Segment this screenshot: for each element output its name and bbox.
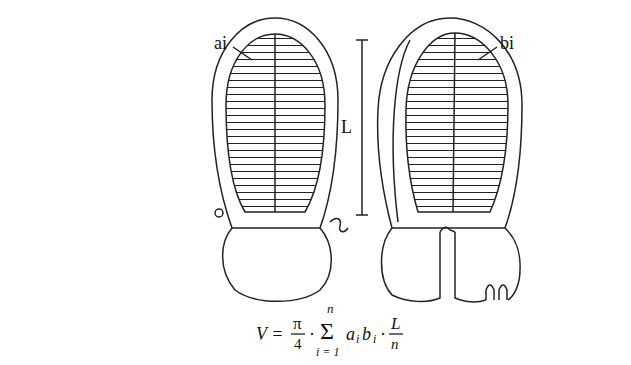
part-label: ai [214,34,227,52]
formula-term: b [362,325,371,343]
vessel-circle [215,209,223,217]
dimension-cap [356,39,368,41]
long-axis [274,34,276,212]
formula-index: i = 1 [316,346,339,358]
formula-term: Σ [320,319,334,343]
fraction-bar [389,333,403,334]
ventricle-wall [378,18,522,228]
part-label: bi [500,34,514,52]
dimension-label: L [341,118,352,136]
length-dimension [356,40,368,215]
dimension-bar [361,40,363,215]
long-axis [453,33,455,212]
pulmonary-vein [486,285,494,300]
formula-term: 4 [294,337,302,352]
ventricle-cavity [226,34,325,212]
formula-index: i [373,333,376,345]
four-chamber-view [378,18,522,302]
fraction-bar [291,333,305,334]
atrium-outline [455,228,520,302]
formula-term: π [293,315,302,332]
formula-term: · [309,325,315,343]
formula-index: i [356,333,359,345]
formula-term: n [391,337,399,352]
valve-flap [440,227,455,232]
formula-term: · [380,325,386,343]
formula-term: V = [256,325,283,343]
ventricle-wall [212,18,338,228]
valve-notch [330,219,348,232]
atrium-outline [223,228,332,301]
formula-index: n [327,302,334,315]
ventricle-cavity [406,33,508,212]
leader-line [233,47,252,60]
two-chamber-view [212,18,348,301]
pulmonary-vein [499,285,507,300]
leader-line [478,47,497,60]
dimension-cap [356,214,368,216]
formula-term: a [346,325,355,343]
atrium-outline [382,228,441,301]
formula-term: L [391,315,400,332]
